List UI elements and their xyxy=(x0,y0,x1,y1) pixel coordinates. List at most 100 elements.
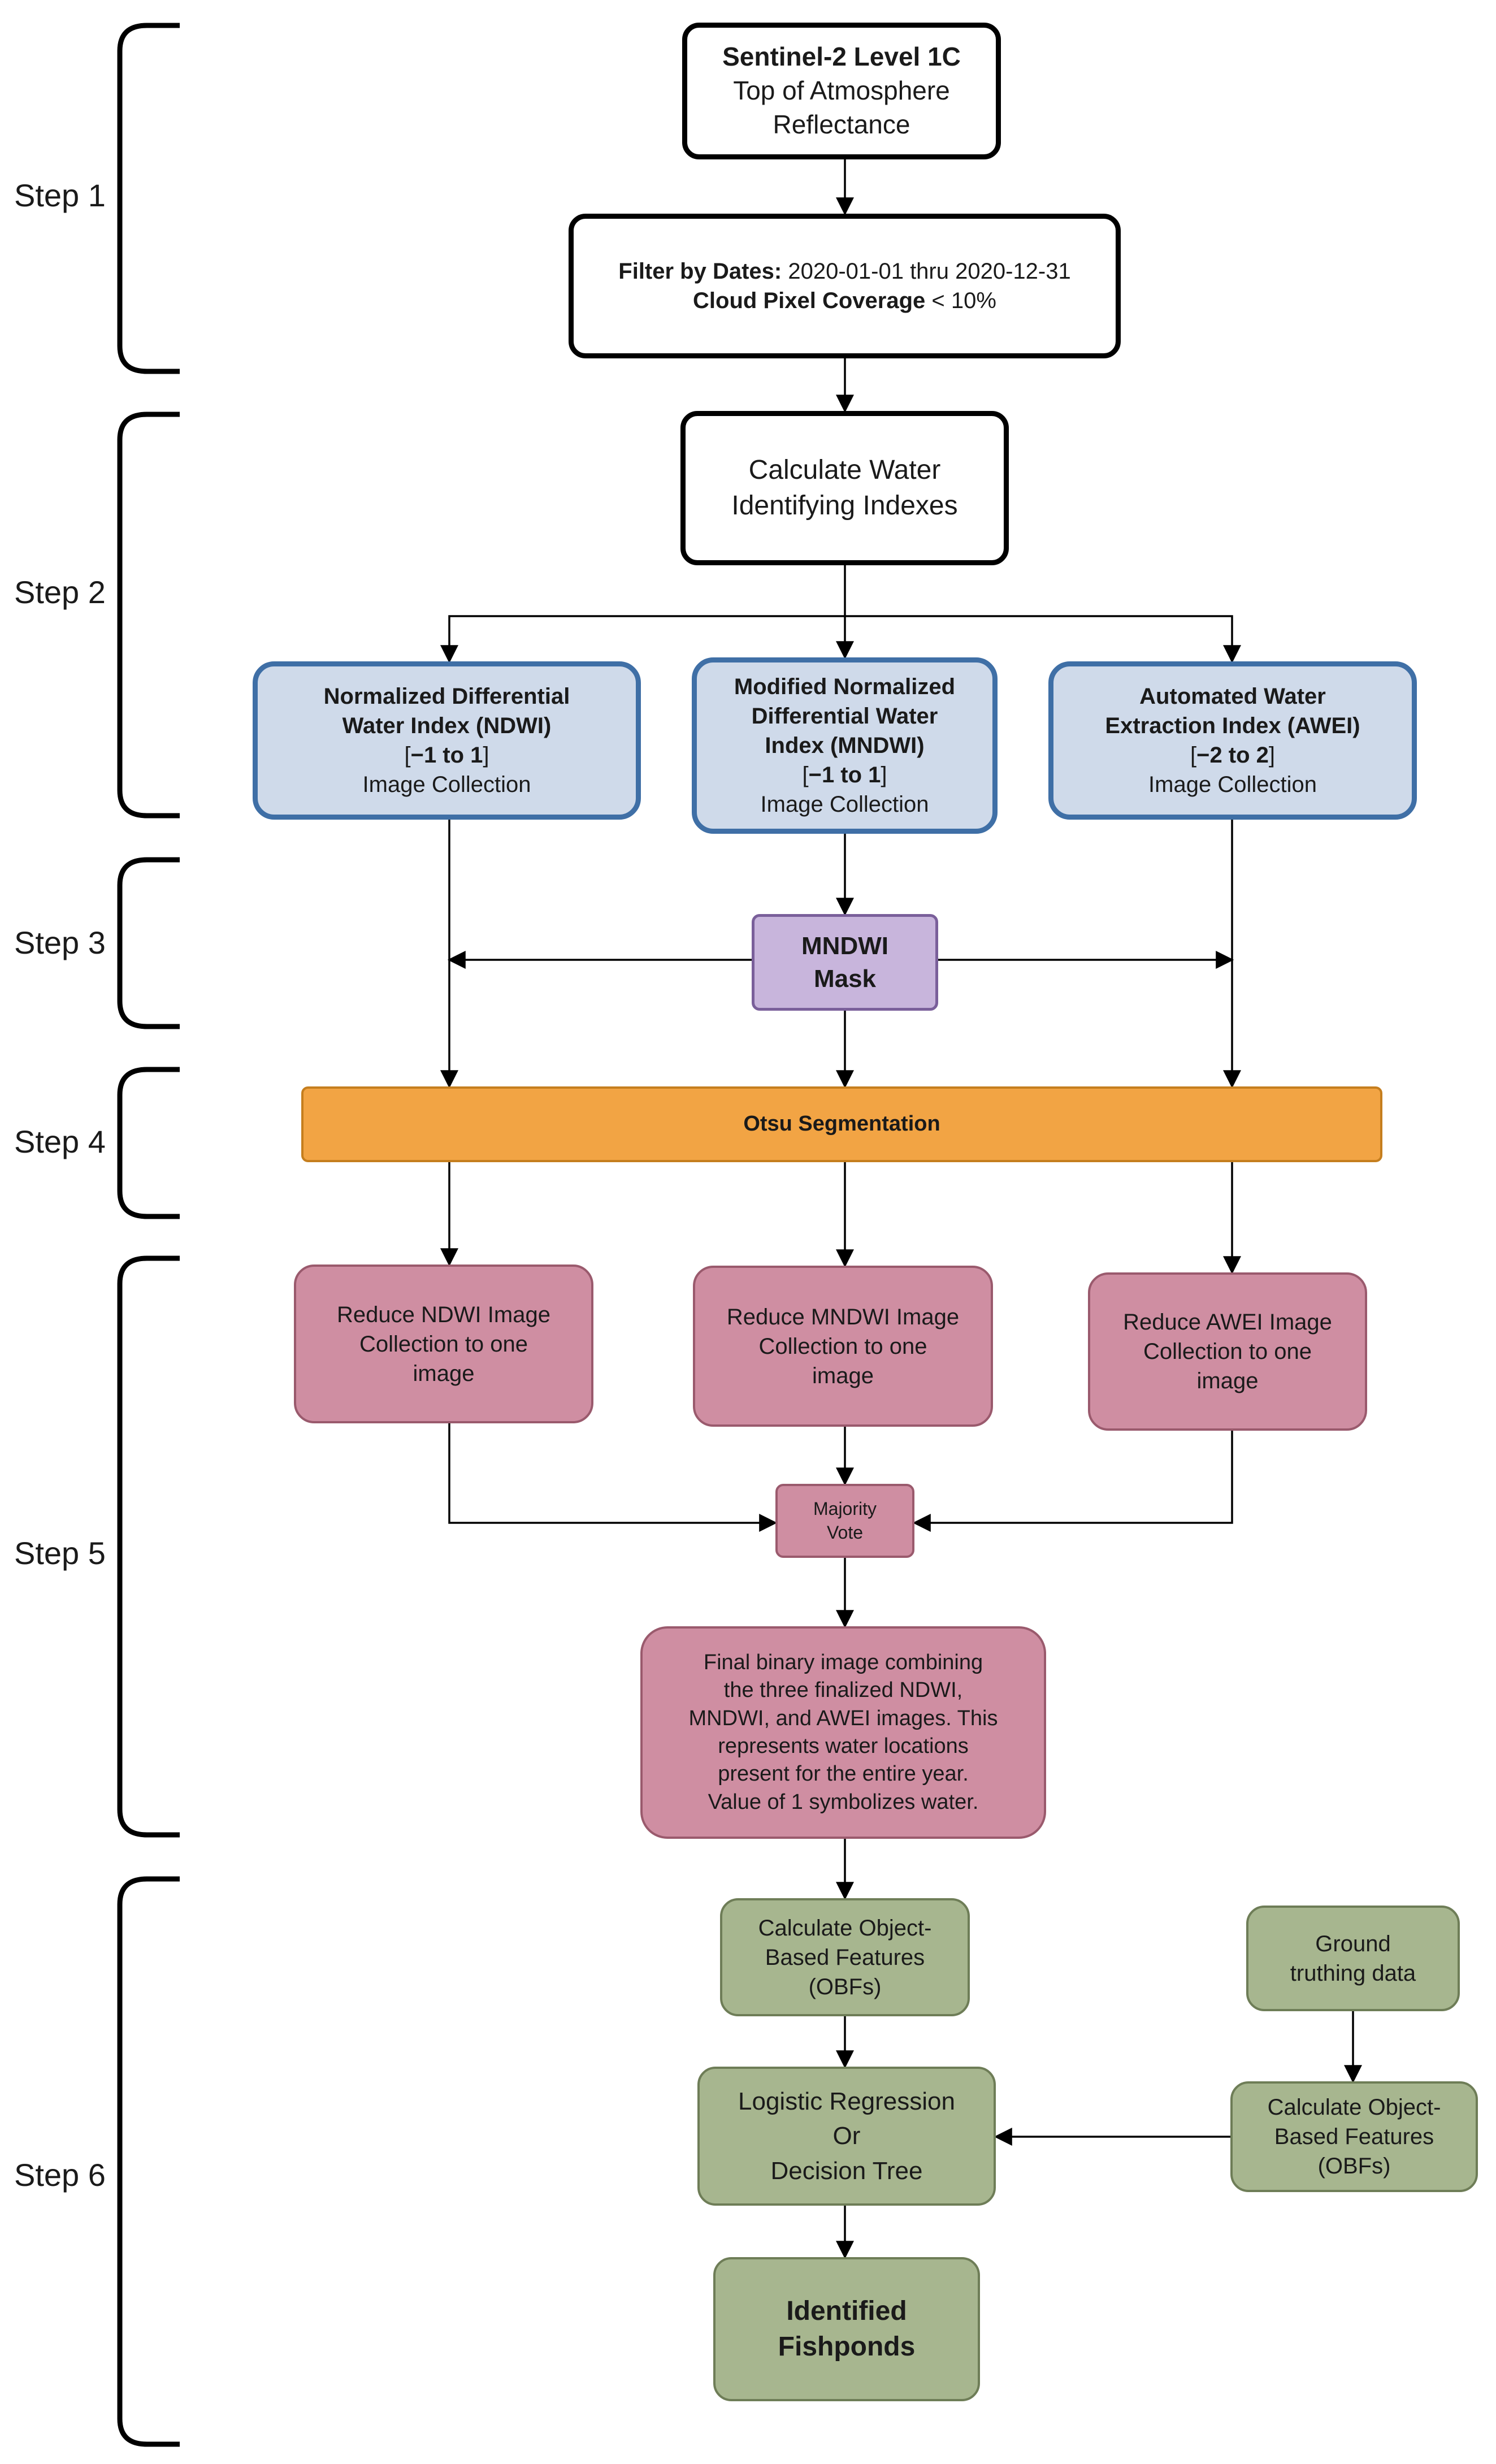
mndwi-range: [−1 to 1] xyxy=(802,760,887,790)
mndwi-range-close: ] xyxy=(881,763,887,787)
awei-title-1: Automated Water xyxy=(1139,684,1326,709)
reduce-awei-node: Reduce AWEI Image Collection to one imag… xyxy=(1088,1272,1367,1431)
arrow-calc-to-awei xyxy=(845,615,1241,664)
obf2-line1: Calculate Object- xyxy=(1267,2095,1441,2120)
reduce-mndwi-line3: image xyxy=(812,1363,874,1388)
final-line1: Final binary image combining xyxy=(703,1650,983,1674)
filter-node: Filter by Dates: 2020-01-01 thru 2020-12… xyxy=(569,214,1121,358)
model-line1: Logistic Regression xyxy=(738,2087,955,2115)
mndwi-range-value: −1 to 1 xyxy=(808,763,881,787)
ground-truthing-node: Ground truthing data xyxy=(1246,1906,1460,2011)
reduce-ndwi-line2: Collection to one xyxy=(359,1331,528,1357)
step-6-bracket xyxy=(117,1876,180,2447)
ndwi-range: [−1 to 1] xyxy=(404,741,489,770)
filter-cloud-line: Cloud Pixel Coverage < 10% xyxy=(693,286,996,315)
sentinel-subtitle-2: Reflectance xyxy=(773,109,910,139)
final-line4: represents water locations xyxy=(718,1734,969,1758)
ndwi-range-close: ] xyxy=(483,743,489,768)
ndwi-title-1: Normalized Differential xyxy=(323,684,570,709)
fishponds-line1: Identified xyxy=(786,2296,907,2327)
step-2-bracket xyxy=(117,412,180,819)
awei-range-open: [ xyxy=(1190,743,1197,768)
ndwi-range-open: [ xyxy=(404,743,411,768)
ground-line2: truthing data xyxy=(1290,1960,1416,1986)
mndwi-mask-node: MNDWI Mask xyxy=(752,914,938,1011)
step-1-bracket xyxy=(117,23,180,374)
ground-line1: Ground xyxy=(1315,1931,1391,1956)
awei-range: [−2 to 2] xyxy=(1190,741,1275,770)
step-6-label: Step 6 xyxy=(14,2157,106,2193)
ndwi-range-value: −1 to 1 xyxy=(410,743,483,768)
obf2-line3: (OBFs) xyxy=(1317,2154,1391,2179)
reduce-mndwi-node: Reduce MNDWI Image Collection to one ima… xyxy=(693,1266,993,1427)
reduce-ndwi-line1: Reduce NDWI Image xyxy=(337,1302,550,1327)
step-2-label: Step 2 xyxy=(14,574,106,610)
step-5-bracket xyxy=(117,1255,180,1838)
obf2-line2: Based Features xyxy=(1274,2124,1434,2149)
reduce-ndwi-node: Reduce NDWI Image Collection to one imag… xyxy=(294,1265,593,1423)
majority-line2: Vote xyxy=(826,1522,864,1543)
filter-dates-label: Filter by Dates: xyxy=(618,259,782,284)
filter-dates-value: 2020-01-01 thru 2020-12-31 xyxy=(782,259,1071,284)
obf1-line1: Calculate Object- xyxy=(758,1915,932,1941)
model-line3: Decision Tree xyxy=(770,2156,923,2185)
reduce-awei-line3: image xyxy=(1196,1369,1259,1393)
mask-line1: MNDWI xyxy=(801,932,888,960)
obf1-line2: Based Features xyxy=(765,1945,925,1970)
final-binary-image-node: Final binary image combining the three f… xyxy=(640,1626,1046,1839)
step-3-bracket xyxy=(117,857,180,1029)
mndwi-title-1: Modified Normalized xyxy=(734,674,956,699)
reduce-ndwi-line3: image xyxy=(413,1361,475,1386)
majority-line1: Majority xyxy=(813,1498,877,1519)
otsu-label: Otsu Segmentation xyxy=(743,1112,940,1136)
final-line5: present for the entire year. xyxy=(718,1762,969,1786)
ndwi-title-2: Water Index (NDWI) xyxy=(342,713,552,738)
arrow-reduce-ndwi-to-majority xyxy=(448,1423,778,1532)
step-4-bracket xyxy=(117,1067,180,1219)
calc-indexes-node: Calculate Water Identifying Indexes xyxy=(680,411,1009,565)
reduce-mndwi-line2: Collection to one xyxy=(758,1333,927,1359)
step-1-label: Step 1 xyxy=(14,177,106,213)
flow-arrows xyxy=(440,159,1362,2259)
awei-title-2: Extraction Index (AWEI) xyxy=(1105,713,1360,738)
mndwi-title-2: Differential Water xyxy=(751,704,938,729)
final-line3: MNDWI, and AWEI images. This xyxy=(688,1706,998,1730)
arrow-calc-to-ndwi xyxy=(440,615,845,664)
sentinel-title: Sentinel-2 Level 1C xyxy=(722,42,961,72)
awei-range-close: ] xyxy=(1268,743,1276,768)
final-line6: Value of 1 symbolizes water. xyxy=(708,1790,979,1814)
mndwi-collection: Image Collection xyxy=(760,792,929,817)
mndwi-node: Modified Normalized Differential Water I… xyxy=(692,657,998,834)
reduce-awei-line2: Collection to one xyxy=(1143,1339,1312,1364)
awei-range-value: −2 to 2 xyxy=(1196,743,1269,768)
awei-collection: Image Collection xyxy=(1148,772,1317,797)
calc-indexes-line1: Calculate Water xyxy=(748,455,941,486)
filter-cloud-label: Cloud Pixel Coverage xyxy=(693,288,926,313)
filter-dates-line: Filter by Dates: 2020-01-01 thru 2020-12… xyxy=(618,257,1070,286)
step-4-label: Step 4 xyxy=(14,1124,106,1159)
mask-line2: Mask xyxy=(813,964,877,993)
obf1-line3: (OBFs) xyxy=(808,1974,882,1999)
mndwi-title-3: Index (MNDWI) xyxy=(765,733,925,758)
calc-indexes-line2: Identifying Indexes xyxy=(731,490,958,521)
classifier-node: Logistic Regression Or Decision Tree xyxy=(697,2067,996,2206)
sentinel-subtitle: Top of Atmosphere xyxy=(733,76,950,106)
arrow-reduce-awei-to-majority xyxy=(912,1431,1233,1532)
ndwi-collection: Image Collection xyxy=(362,772,531,797)
step-3-label: Step 3 xyxy=(14,925,106,960)
obf-calc-ground-node: Calculate Object- Based Features (OBFs) xyxy=(1230,2081,1478,2192)
awei-node: Automated Water Extraction Index (AWEI) … xyxy=(1048,661,1417,820)
reduce-awei-line1: Reduce AWEI Image xyxy=(1123,1310,1332,1335)
otsu-segmentation-node: Otsu Segmentation xyxy=(301,1086,1382,1162)
reduce-mndwi-line1: Reduce MNDWI Image xyxy=(726,1304,960,1330)
ndwi-node: Normalized Differential Water Index (NDW… xyxy=(253,661,641,820)
sentinel-input-node: Sentinel-2 Level 1C Top of Atmosphere Re… xyxy=(682,23,1001,159)
identified-fishponds-node: Identified Fishponds xyxy=(713,2257,980,2401)
filter-cloud-value: < 10% xyxy=(925,288,996,313)
step-brackets xyxy=(117,23,180,2447)
mndwi-range-open: [ xyxy=(802,763,809,787)
final-line2: the three finalized NDWI, xyxy=(723,1678,963,1703)
majority-vote-node: Majority Vote xyxy=(775,1484,914,1558)
